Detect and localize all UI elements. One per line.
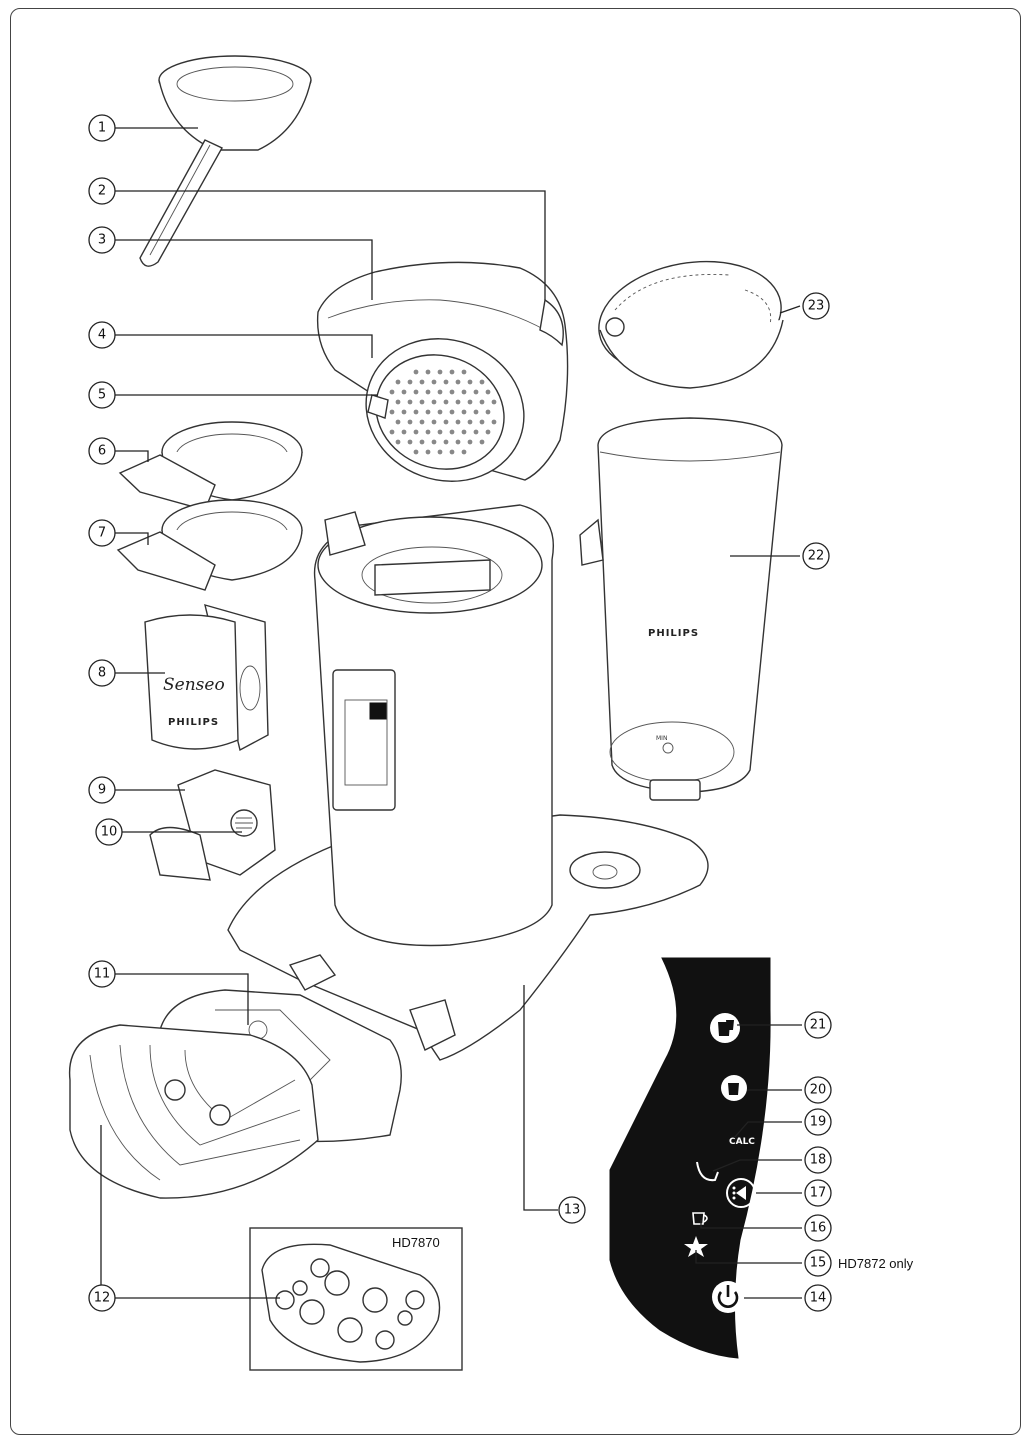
tank-brand: PHILIPS	[648, 628, 699, 639]
callout-12: 12	[88, 1284, 116, 1312]
callout-14: 14	[804, 1284, 832, 1312]
callout-number: 13	[564, 1203, 581, 1218]
callout-number: 21	[810, 1018, 827, 1033]
callout-20: 20	[804, 1076, 832, 1104]
callout-number: 8	[98, 666, 106, 681]
tank-min-label: MIN	[656, 735, 667, 742]
callout-15: 15	[804, 1249, 832, 1277]
callout-number: 11	[94, 967, 111, 982]
part-9-10-unit	[149, 769, 276, 881]
callout-number: 16	[810, 1221, 827, 1236]
callout-number: 2	[98, 184, 106, 199]
callout-number: 23	[808, 299, 825, 314]
callout-2: 2	[88, 177, 116, 205]
callout-number: 6	[98, 444, 106, 459]
callout-number: 3	[98, 233, 106, 248]
part-8-cover: Senseo PHILIPS	[144, 604, 269, 752]
hd7870-box: HD7870	[249, 1227, 463, 1371]
part-13-body	[227, 504, 709, 1061]
panel-dots-button	[726, 1178, 756, 1208]
callout-9: 9	[88, 776, 116, 804]
leader-lines	[100, 127, 802, 1299]
panel-calc-label: CALC	[729, 1137, 755, 1147]
callout-number: 7	[98, 526, 106, 541]
part-23-tank-lid	[598, 260, 784, 389]
panel-descale-icon	[696, 1161, 719, 1182]
callout-number: 10	[101, 825, 118, 840]
diagram-frame	[10, 8, 1021, 1435]
callout-10: 10	[95, 818, 123, 846]
callout-number: 19	[810, 1115, 827, 1130]
callout-4: 4	[88, 321, 116, 349]
callout-3: 3	[88, 226, 116, 254]
callout-5: 5	[88, 381, 116, 409]
panel-water-icon	[692, 1212, 708, 1225]
callout-17: 17	[804, 1179, 832, 1207]
callout-22: 22	[802, 542, 830, 570]
power-icon	[717, 1291, 739, 1308]
panel-star-icon	[684, 1236, 708, 1257]
part-12-drip-grid	[68, 1024, 319, 1199]
control-panel: CALC	[609, 957, 771, 1359]
callout-number: 17	[810, 1186, 827, 1201]
callout-number: 4	[98, 328, 106, 343]
senseo-logo: Senseo	[163, 675, 225, 695]
callout-number: 14	[810, 1291, 827, 1306]
callout-8: 8	[88, 659, 116, 687]
callout-number: 5	[98, 388, 106, 403]
hd7872-note: HD7872 only	[838, 1256, 914, 1271]
callout-number: 9	[98, 783, 106, 798]
part-22-water-tank: PHILIPS MIN	[579, 417, 783, 801]
callout-number: 22	[808, 549, 825, 564]
callout-number: 12	[94, 1291, 111, 1306]
callout-number: 20	[810, 1083, 827, 1098]
callout-number: 15	[810, 1256, 827, 1271]
callout-number: 18	[810, 1153, 827, 1168]
hd7870-label: HD7870	[392, 1235, 440, 1250]
part-7-pod-holder	[116, 499, 303, 591]
callout-19: 19	[804, 1108, 832, 1136]
part-6-pod-holder	[118, 421, 303, 511]
callout-1: 1	[88, 114, 116, 142]
callout-16: 16	[804, 1214, 832, 1242]
callout-21: 21	[804, 1011, 832, 1039]
callout-23: 23	[802, 292, 830, 320]
callout-18: 18	[804, 1146, 832, 1174]
callout-7: 7	[88, 519, 116, 547]
callout-11: 11	[88, 960, 116, 988]
callout-13: 13	[558, 1196, 586, 1224]
part-1-funnel	[139, 55, 312, 267]
holder-brand: PHILIPS	[168, 717, 219, 728]
callout-number: 1	[98, 121, 106, 136]
callout-6: 6	[88, 437, 116, 465]
part-4-5-sprayer	[365, 338, 525, 482]
